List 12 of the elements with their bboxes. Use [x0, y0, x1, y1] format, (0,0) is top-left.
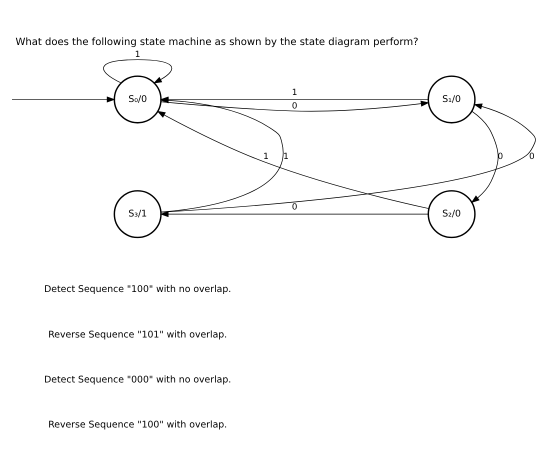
label: Reverse Sequence "101" with overlap. [48, 329, 228, 340]
label: Detect Sequence "100" with no overlap. [44, 284, 232, 296]
edge-label: 0 [292, 202, 298, 213]
diagram-title: What does the following state machine as shown by the state diagram perform? [16, 36, 418, 48]
edge-label: 0 [292, 101, 298, 112]
edge-label: 1 [292, 88, 298, 98]
edge-label: 1 [263, 152, 269, 162]
edge-label: 1 [283, 152, 289, 162]
label: Reverse Sequence "100" with overlap. [48, 420, 228, 431]
label: Detect Sequence "000" with no overlap. [44, 374, 232, 386]
edge-label: 1 [134, 50, 140, 60]
edge-label: 0 [529, 152, 535, 162]
